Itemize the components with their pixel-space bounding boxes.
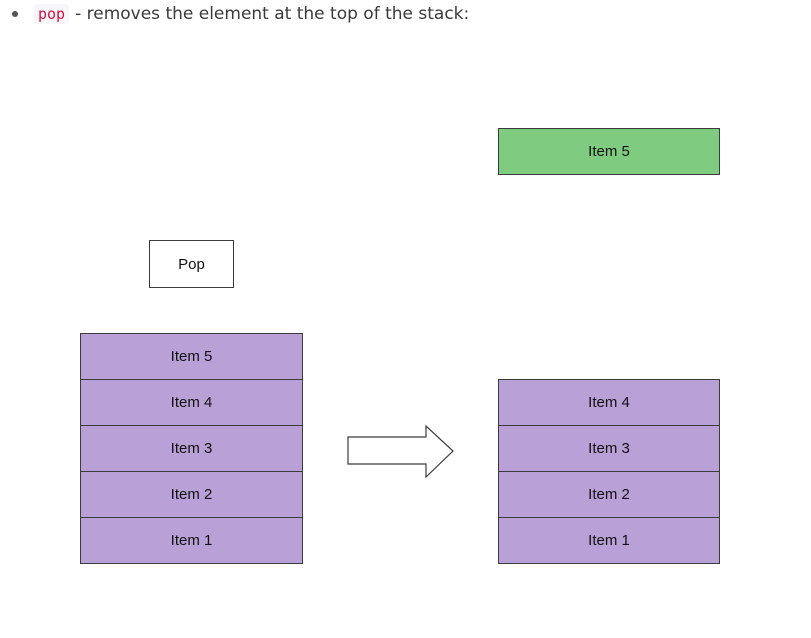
stack-before: Item 5 Item 4 Item 3 Item 2 Item 1 (80, 333, 303, 564)
stack-after: Item 4 Item 3 Item 2 Item 1 (498, 379, 720, 564)
stack-before-item: Item 1 (81, 517, 302, 563)
pop-label: Pop (178, 255, 205, 273)
pop-operation-box: Pop (149, 240, 234, 288)
bullet-line: pop - removes the element at the top of … (12, 2, 469, 26)
stack-after-item: Item 2 (499, 471, 719, 517)
popped-item-box: Item 5 (498, 128, 720, 175)
popped-item-label: Item 5 (588, 143, 630, 160)
description-text: - removes the element at the top of the … (75, 4, 470, 24)
stack-before-item: Item 5 (81, 333, 302, 379)
stack-before-item: Item 4 (81, 379, 302, 425)
bullet-icon (12, 11, 18, 17)
arrow-right-icon (347, 424, 454, 479)
stack-before-item: Item 3 (81, 425, 302, 471)
stack-after-item: Item 4 (499, 379, 719, 425)
code-keyword: pop (34, 4, 70, 24)
stack-after-item: Item 3 (499, 425, 719, 471)
stack-before-item: Item 2 (81, 471, 302, 517)
stack-after-item: Item 1 (499, 517, 719, 563)
arrow-shape (347, 424, 454, 479)
